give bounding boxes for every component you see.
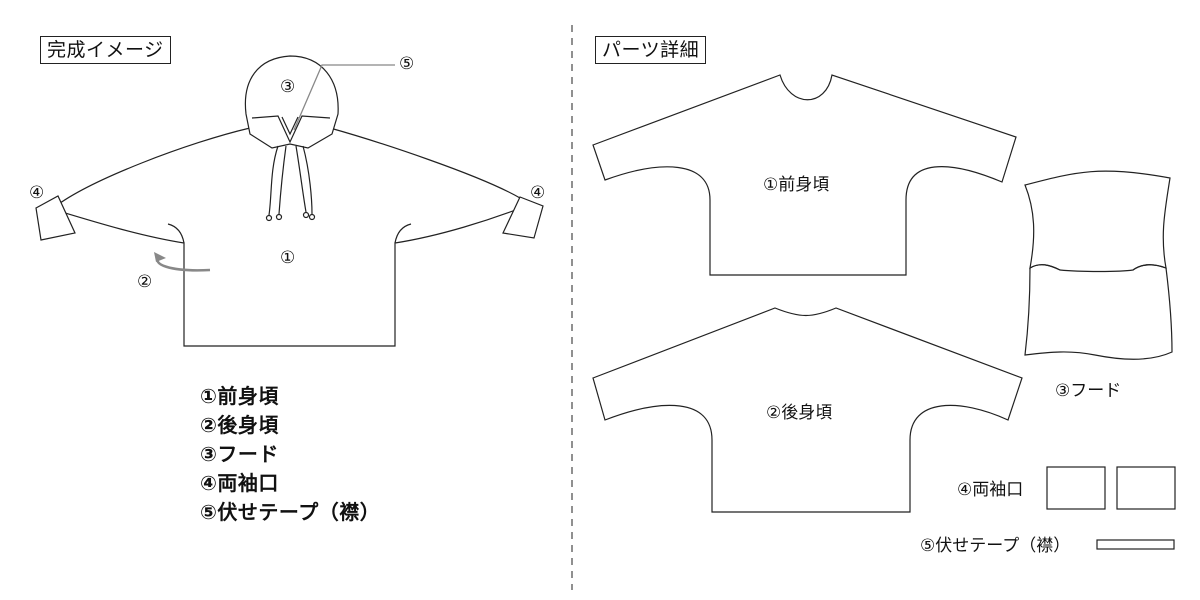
back-body-piece [592,307,1023,513]
pattern-parts [592,74,1176,550]
right-cord-tip-2 [308,213,316,221]
legend-item-front: ①前身頃 [200,384,279,408]
left-armhole [167,223,185,244]
cuff-piece-1 [1046,466,1106,510]
tape-callout-line [293,64,395,131]
left-cord-tip-2 [275,213,283,221]
parts-legend: ①前身頃 ②後身頃 ③フード ④両袖口 ⑤伏せテープ（襟） [200,382,380,527]
hood-opening [251,115,331,144]
hood-outline [244,55,339,149]
marker-hood: ③ [280,77,296,97]
legend-item-tape: ⑤伏せテープ（襟） [200,500,381,524]
label-back-body: ②後身頃 [766,403,833,423]
right-armhole [394,223,412,244]
legend-item-back: ②後身頃 [200,413,279,437]
cuff-piece-2 [1116,466,1176,510]
label-hood: ③フード [1055,381,1122,401]
legend-item-hood: ③フード [200,442,279,466]
marker-cuff-right: ④ [530,183,546,203]
completed-image-title: 完成イメージ [40,36,171,64]
left-drawcord [268,145,287,216]
front-body-piece [592,74,1017,276]
front-body-outline [50,127,527,347]
label-front-body: ①前身頃 [763,175,830,195]
marker-tape: ⑤ [399,54,415,74]
arrow-head [154,252,166,262]
neck-placket [281,116,299,136]
legend-item-cuff: ④両袖口 [200,471,279,495]
right-drawcord [295,145,313,215]
right-cord-tip [302,211,310,219]
marker-back: ② [137,272,153,292]
marker-body: ① [280,248,296,268]
left-cuff [35,195,76,241]
tape-piece [1096,539,1175,550]
marker-cuff-left: ④ [29,183,45,203]
left-cord-tip [265,214,273,222]
hoodie-illustration [35,55,544,347]
label-tape: ⑤伏せテープ（襟） [920,536,1071,556]
hood-piece-top [1024,170,1171,273]
label-cuffs: ④両袖口 [957,480,1024,500]
right-cuff [502,196,544,239]
parts-detail-title: パーツ詳細 [595,36,707,64]
hood-piece-bottom [1024,264,1173,360]
